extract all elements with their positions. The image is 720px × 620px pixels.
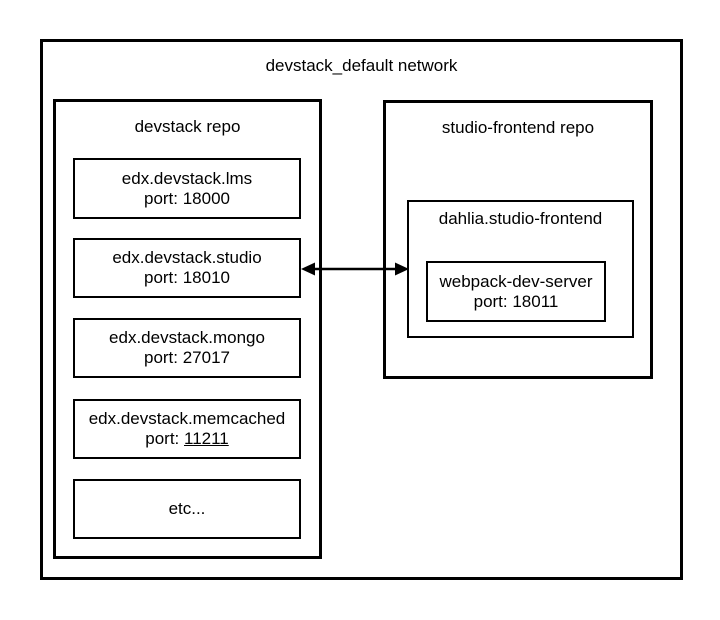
service-port: port: 11211: [145, 429, 229, 448]
bidirectional-arrow: [301, 262, 409, 276]
service-name: edx.devstack.mongo: [109, 328, 265, 347]
service-box-mongo: edx.devstack.mongo port: 27017: [73, 318, 301, 378]
service-port: port: 18000: [143, 188, 230, 208]
arrowhead-left: [301, 262, 315, 276]
studio-frontend-repo-title: studio-frontend repo: [441, 118, 595, 137]
service-name: edx.devstack.studio: [112, 248, 262, 267]
service-box-memcached: edx.devstack.memcached port: 11211: [73, 399, 301, 459]
studio-frontend-repo-box: studio-frontend repo dahlia.studio-front…: [383, 100, 653, 379]
service-name: edx.devstack.lms: [121, 168, 253, 188]
service-port: port: 18011: [473, 291, 559, 311]
service-name: webpack-dev-server: [439, 271, 593, 291]
arrowhead-right: [395, 262, 409, 276]
service-box-etc: etc...: [73, 479, 301, 539]
underlined-port-number: 11211: [184, 429, 229, 448]
service-name: etc...: [168, 499, 206, 518]
service-box-studio: edx.devstack.studio port: 18010: [73, 238, 301, 298]
service-port: port: 27017: [143, 348, 230, 367]
service-box-lms: edx.devstack.lms port: 18000: [73, 158, 301, 219]
network-boundary-box: devstack_default network devstack repo e…: [40, 39, 683, 580]
service-box-webpack-dev-server: webpack-dev-server port: 18011: [426, 261, 606, 322]
devstack-repo-title: devstack repo: [134, 117, 241, 136]
dahlia-container-title: dahlia.studio-frontend: [438, 209, 603, 228]
network-title: devstack_default network: [265, 56, 458, 75]
devstack-repo-box: devstack repo edx.devstack.lms port: 180…: [53, 99, 322, 559]
service-name: edx.devstack.memcached: [88, 409, 286, 428]
dahlia-container-box: dahlia.studio-frontend webpack-dev-serve…: [407, 200, 634, 338]
service-port: port: 18010: [143, 268, 230, 287]
